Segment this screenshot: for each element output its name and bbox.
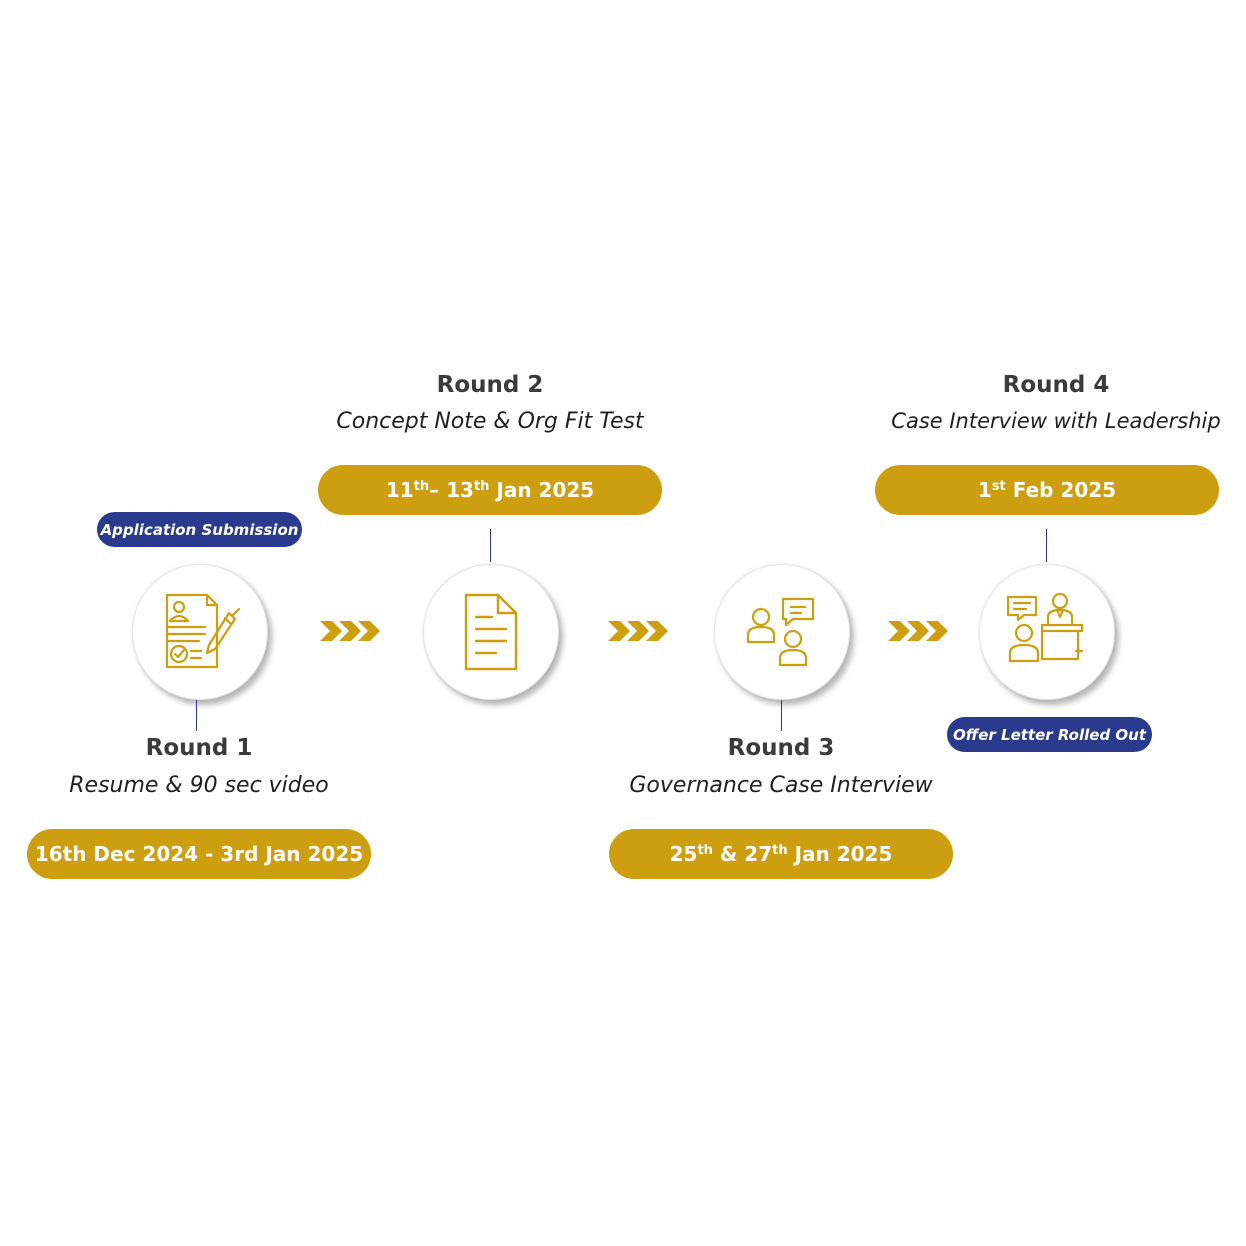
round-4-title: Round 4 (1002, 372, 1110, 398)
round-4-date-day: 1 (977, 478, 992, 502)
round-4-connector-line (1046, 529, 1047, 562)
round-1-icon-circle (132, 564, 268, 700)
round-1-date-pill: 16th Dec 2024 - 3rd Jan 2025 (27, 829, 371, 879)
round-2-connector-line (490, 529, 491, 562)
triple-chevron-right-icon (888, 621, 948, 641)
round-3-connector-line (781, 700, 782, 731)
round-3-icon-circle (714, 564, 850, 700)
document-icon (464, 593, 518, 671)
round-2-subtitle: Concept Note & Org Fit Test (336, 409, 644, 434)
round-1-title: Round 1 (145, 735, 253, 761)
leadership-interview-desk-icon (1006, 592, 1084, 663)
round-4-date-month: Feb 2025 (1005, 478, 1117, 502)
round-2-icon-circle (423, 564, 559, 700)
round-2-date-month: Jan 2025 (489, 478, 595, 502)
round-3-date-day-start: 25 (669, 842, 698, 866)
round-1-subtitle: Resume & 90 sec video (69, 773, 329, 798)
round-1-connector-line (196, 700, 197, 731)
conversation-people-icon (746, 597, 815, 667)
round-2-date-day-start: 11 (385, 478, 414, 502)
resume-form-pen-icon (165, 593, 241, 669)
triple-chevron-right-icon (320, 621, 380, 641)
triple-chevron-right-icon (608, 621, 668, 641)
round-3-title: Round 3 (727, 735, 835, 761)
round-2-date-day-end: – 13 (429, 478, 474, 502)
application-submission-badge: Application Submission (97, 512, 302, 547)
round-2-title: Round 2 (436, 372, 544, 398)
offer-letter-badge: Offer Letter Rolled Out (947, 717, 1152, 752)
round-3-date-month: Jan 2025 (787, 842, 893, 866)
round-4-icon-circle (979, 564, 1115, 700)
round-4-subtitle: Case Interview with Leadership (891, 409, 1221, 433)
round-3-date-day-end: & 27 (712, 842, 773, 866)
round-3-subtitle: Governance Case Interview (629, 773, 933, 798)
